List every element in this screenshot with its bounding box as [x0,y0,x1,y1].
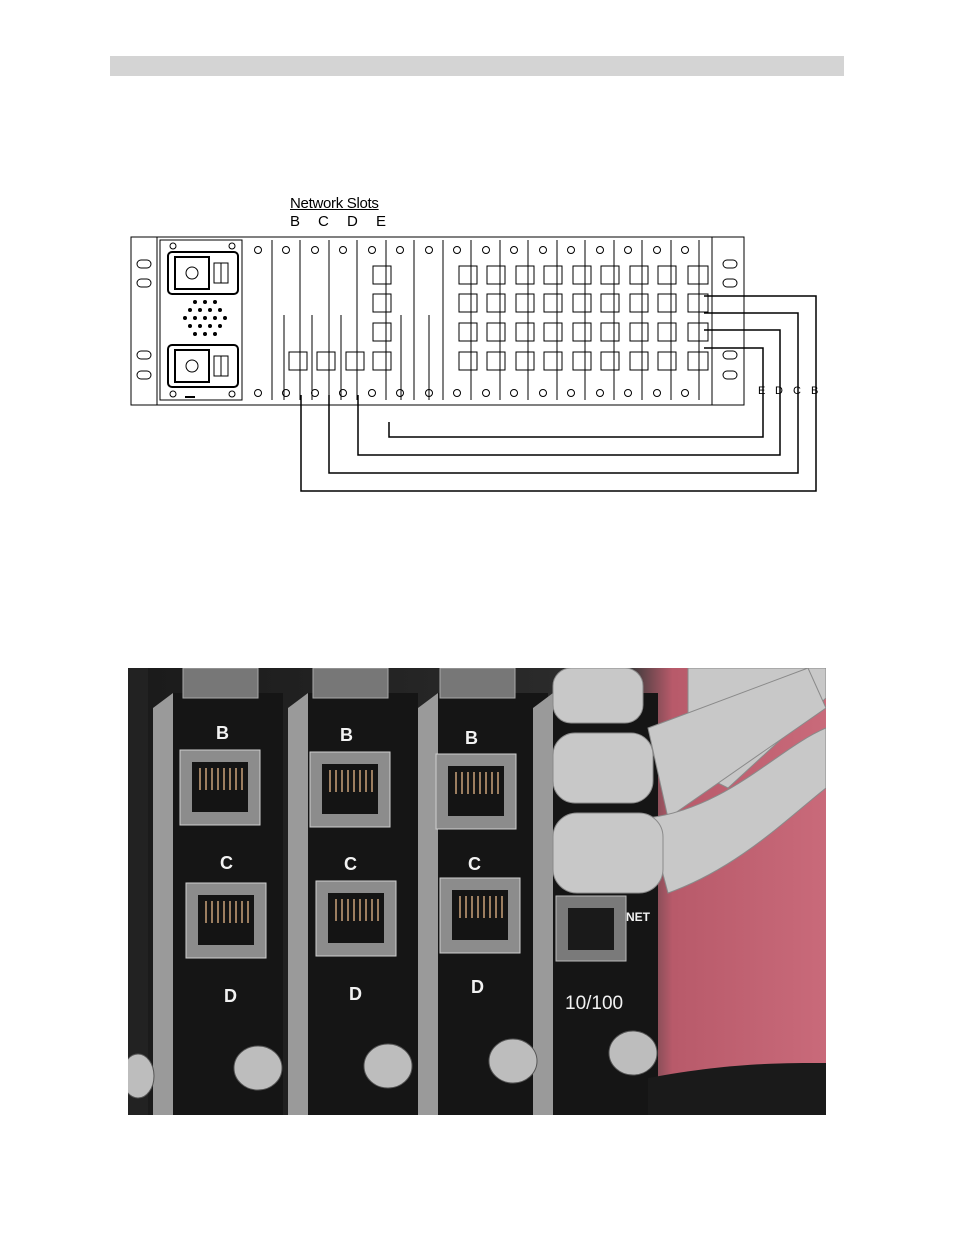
cable-letter-d: D [775,385,783,397]
cable-letter-e: E [758,385,765,397]
cable-letter-c: C [793,385,801,397]
port-label-d: D [471,977,484,998]
network-slots-title: Network Slots [290,195,379,212]
port-label-b: B [216,723,229,744]
port-label-c: C [468,854,481,875]
port-label-d: D [224,986,237,1007]
port-label-b: B [340,725,353,746]
slot-letter-d: D [347,213,358,230]
net-label: NET [626,910,638,924]
cable-letter-b: B [811,385,818,397]
slot-letter-e: E [376,213,386,230]
power-supply [160,240,242,400]
speed-label: 10/100 [565,993,623,1015]
port-label-b: B [465,728,478,749]
port-label-d: D [349,984,362,1005]
network-card-photo: B B B C C C D D D NET 10/100 [128,668,826,1115]
chassis-diagram [0,0,954,520]
port-label-c: C [344,854,357,875]
slot-letter-b: B [290,213,300,230]
slot-letter-c: C [318,213,329,230]
port-label-c: C [220,853,233,874]
